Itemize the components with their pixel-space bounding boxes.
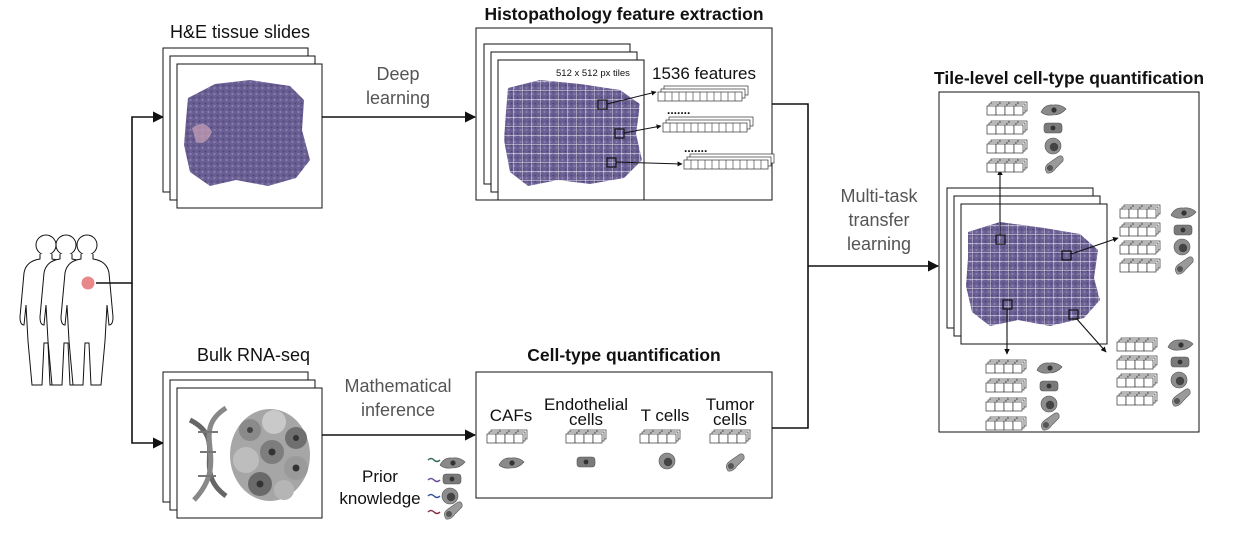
tumor-cells-icon bbox=[230, 409, 310, 501]
multitask-label-2: transfer bbox=[848, 210, 909, 230]
he-slide-stack bbox=[162, 47, 323, 209]
features-label: 1536 features bbox=[652, 64, 756, 83]
prior-knowledge-label-1: Prior bbox=[362, 467, 398, 486]
deep-learning-label-2: learning bbox=[366, 88, 430, 108]
prior-knowledge-icons bbox=[427, 457, 466, 520]
dots-2: ....... bbox=[684, 141, 707, 155]
endothelial-cell-icon bbox=[576, 456, 596, 468]
tcells-label: T cells bbox=[641, 406, 690, 425]
tiled-slide-stack bbox=[483, 43, 645, 201]
tumor-cells-label-2: cells bbox=[713, 410, 747, 429]
t-cell-icon bbox=[658, 452, 676, 470]
feature-arrows bbox=[606, 90, 683, 167]
tumor-site-dot bbox=[81, 276, 95, 290]
bulk-rnaseq-label: Bulk RNA-seq bbox=[197, 345, 310, 365]
tile-arrows bbox=[997, 169, 1119, 355]
celltype-quant-title: Cell-type quantification bbox=[527, 345, 720, 365]
multitask-label-3: learning bbox=[847, 234, 911, 254]
math-inference-label-2: inference bbox=[361, 400, 435, 420]
branch-connector bbox=[96, 111, 165, 449]
tiles-label: 512 x 512 px tiles bbox=[556, 68, 630, 79]
dots-1: ....... bbox=[667, 103, 690, 117]
endothelial-label-1: Endothelial bbox=[544, 395, 628, 414]
dna-helix-icon bbox=[188, 405, 228, 502]
prior-knowledge-label-2: knowledge bbox=[339, 489, 420, 508]
tile-level-slide-stack bbox=[946, 187, 1108, 345]
people-icon bbox=[19, 234, 114, 386]
tumor-cells-label-1: Tumor bbox=[706, 395, 755, 414]
he-tissue-image bbox=[184, 80, 310, 186]
multitask-label-1: Multi-task bbox=[840, 186, 918, 206]
tile-level-title: Tile-level cell-type quantification bbox=[934, 68, 1204, 88]
math-inference-label-1: Mathematical bbox=[344, 376, 451, 396]
deep-learning-label-1: Deep bbox=[376, 64, 419, 84]
feature-extraction-title: Histopathology feature extraction bbox=[484, 4, 763, 24]
merge-connector bbox=[772, 103, 940, 429]
endothelial-label-2: cells bbox=[569, 410, 603, 429]
he-slides-label: H&E tissue slides bbox=[170, 22, 310, 42]
cafs-label: CAFs bbox=[490, 406, 533, 425]
